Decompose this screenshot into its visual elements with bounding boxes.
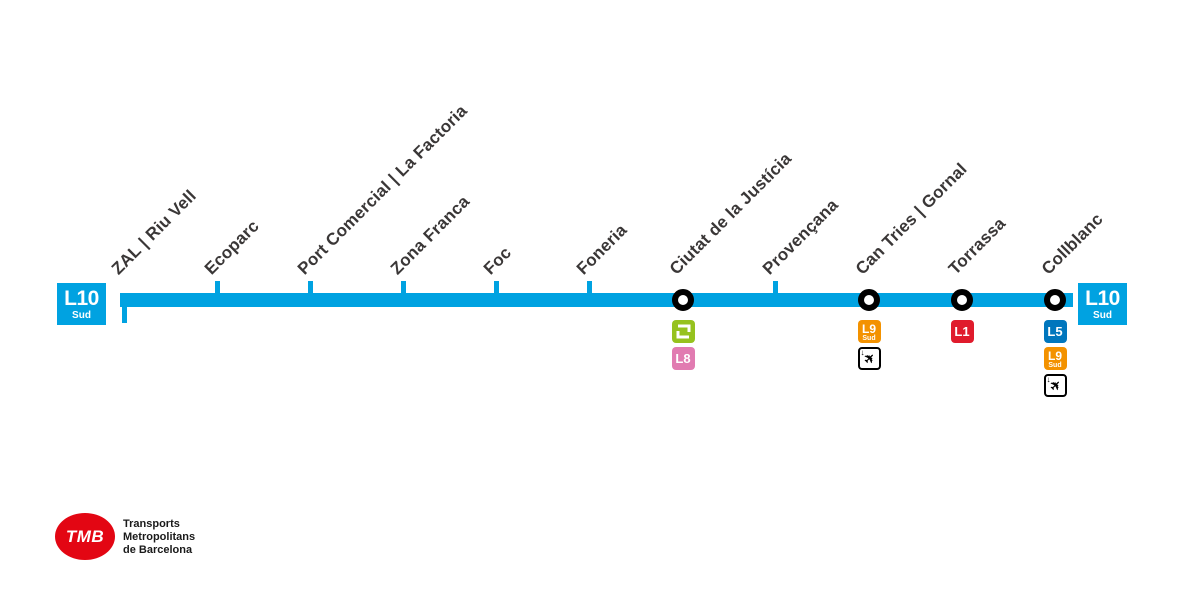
tmb-logo-text: TMB [65, 526, 105, 546]
interchange-marker [951, 289, 973, 311]
airport-icon: ↓✈ [1043, 374, 1067, 397]
station-label: Foc [479, 243, 516, 279]
station-label: Provençana [758, 195, 842, 279]
station-label: Ecoparc [200, 216, 263, 279]
terminus-branch-label: Sud [1093, 310, 1112, 321]
connection-badge-l1: L1 [950, 320, 974, 343]
interchange-marker [672, 289, 694, 311]
logo-caption-line: Transports [123, 518, 180, 530]
airport-icon: ↓✈ [857, 347, 881, 370]
interchange-marker [1044, 289, 1066, 311]
station-tick [587, 281, 592, 293]
tmb-logo: TMB [55, 513, 115, 560]
terminus-line-label: L10 [64, 287, 99, 310]
station-label: Collblanc [1037, 209, 1107, 279]
station-label: ZAL | Riu Vell [107, 186, 200, 279]
logo-caption-line: de Barcelona [123, 544, 193, 556]
station-tick [494, 281, 499, 293]
logo-caption-line: Metropolitans [123, 531, 196, 543]
station-tick [122, 307, 127, 323]
station-tick [308, 281, 313, 293]
metro-line [120, 293, 1073, 307]
terminus-line-label: L10 [1085, 287, 1120, 310]
station-tick [215, 281, 220, 293]
station-tick [401, 281, 406, 293]
station-label: Torrassa [944, 213, 1010, 279]
station-label: Port Comercial | La Factoria [293, 101, 471, 279]
terminus-badge-left: L10 Sud [57, 283, 106, 325]
terminus-badge-right: L10 Sud [1078, 283, 1127, 325]
interchange-marker [858, 289, 880, 311]
station-tick [773, 281, 778, 293]
terminus-branch-label: Sud [72, 310, 91, 321]
connection-badge-l5: L5 [1043, 320, 1067, 343]
fgc-icon [671, 320, 695, 343]
logo-caption: Transports Metropolitans de Barcelona [123, 518, 195, 557]
connection-badge-l8: L8 [671, 347, 695, 370]
station-label: Foneria [572, 220, 631, 279]
station-label: Zona Franca [386, 191, 474, 279]
